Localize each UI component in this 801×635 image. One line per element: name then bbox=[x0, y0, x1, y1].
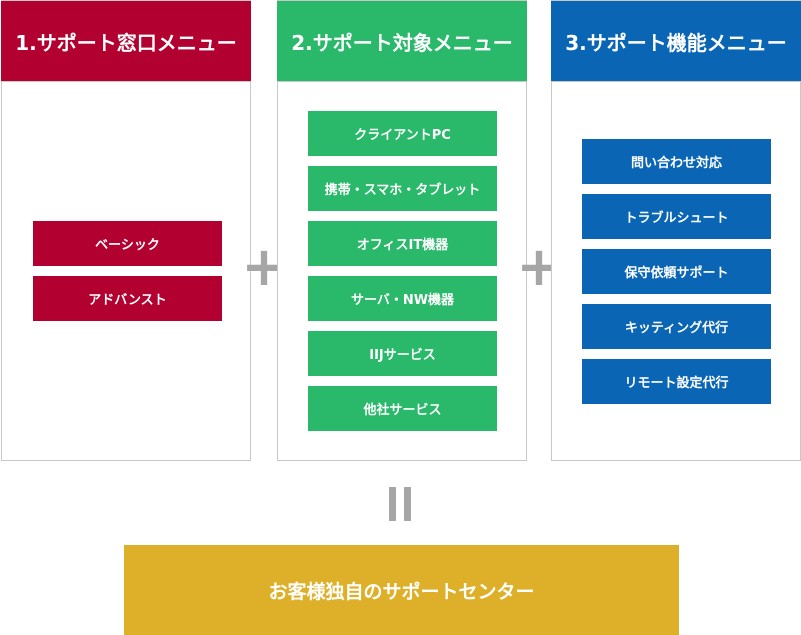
menu-item-server-nw[interactable]: サーバ・NW機器 bbox=[308, 276, 497, 321]
menu-item-remote-setup[interactable]: リモート設定代行 bbox=[582, 359, 771, 404]
support-function-menu-title: 3.サポート機能メニュー bbox=[551, 1, 801, 82]
support-target-menu-column: 2.サポート対象メニュー クライアントPC 携帯・スマホ・タブレット オフィスI… bbox=[277, 0, 527, 461]
menu-item-mobile-tablet[interactable]: 携帯・スマホ・タブレット bbox=[308, 166, 497, 211]
support-window-menu-body: ベーシック アドバンスト bbox=[2, 81, 250, 460]
support-window-menu-title: 1.サポート窓口メニュー bbox=[1, 1, 251, 82]
equals-icon: || bbox=[389, 487, 413, 521]
support-target-menu-title: 2.サポート対象メニュー bbox=[277, 1, 527, 82]
custom-support-center-result[interactable]: お客様独自のサポートセンター bbox=[124, 545, 679, 635]
menu-item-office-it[interactable]: オフィスIT機器 bbox=[308, 221, 497, 266]
menu-item-kitting[interactable]: キッティング代行 bbox=[582, 304, 771, 349]
menu-item-maintenance[interactable]: 保守依頼サポート bbox=[582, 249, 771, 294]
support-function-menu-body: 問い合わせ対応 トラブルシュート 保守依頼サポート キッティング代行 リモート設… bbox=[552, 81, 800, 460]
menu-item-iij-service[interactable]: IIJサービス bbox=[308, 331, 497, 376]
menu-item-troubleshoot[interactable]: トラブルシュート bbox=[582, 194, 771, 239]
support-function-menu-column: 3.サポート機能メニュー 問い合わせ対応 トラブルシュート 保守依頼サポート キ… bbox=[551, 0, 801, 461]
menu-item-inquiry[interactable]: 問い合わせ対応 bbox=[582, 139, 771, 184]
support-target-menu-body: クライアントPC 携帯・スマホ・タブレット オフィスIT機器 サーバ・NW機器 … bbox=[278, 81, 526, 460]
menu-item-basic[interactable]: ベーシック bbox=[33, 221, 222, 266]
menu-item-advanced[interactable]: アドバンスト bbox=[33, 276, 222, 321]
menu-item-other-service[interactable]: 他社サービス bbox=[308, 386, 497, 431]
support-window-menu-column: 1.サポート窓口メニュー ベーシック アドバンスト bbox=[1, 0, 251, 461]
menu-item-client-pc[interactable]: クライアントPC bbox=[308, 111, 497, 156]
